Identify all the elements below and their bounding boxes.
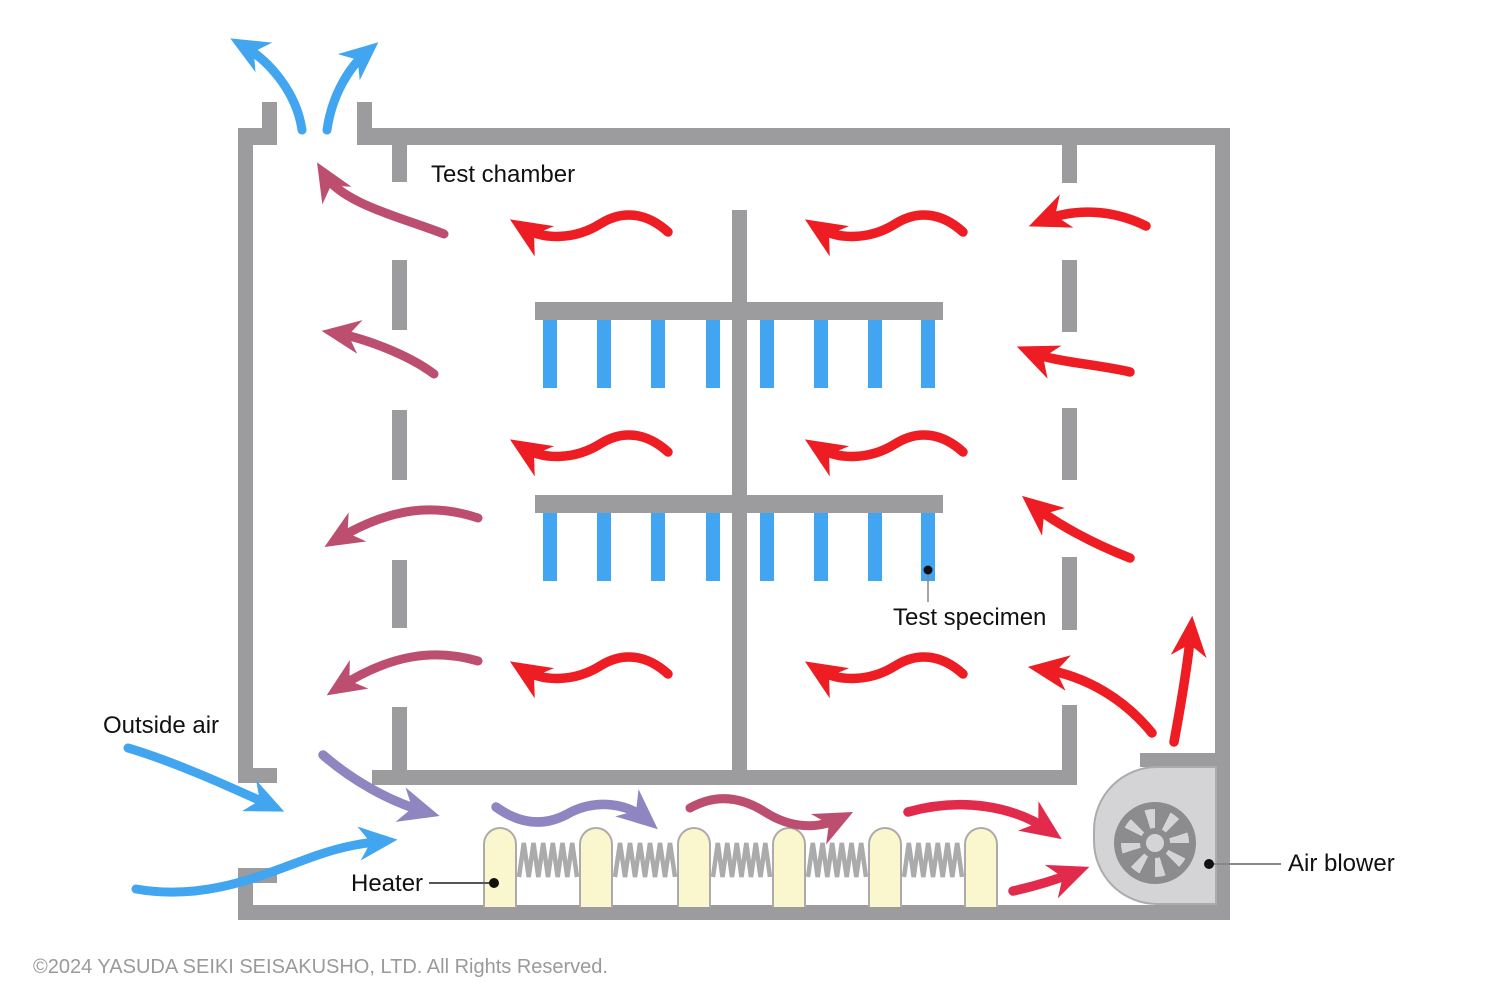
recirculated-air-arrow — [326, 650, 483, 696]
inner-wall-right-dash — [1062, 145, 1077, 183]
heater-coil — [710, 842, 773, 878]
copyright-text: ©2024 YASUDA SEIKI SEISAKUSHO, LTD. All … — [33, 956, 608, 978]
test-specimen — [814, 320, 828, 388]
blower-discharge-arrow — [1027, 655, 1157, 738]
heater-element — [579, 827, 613, 907]
test-specimen — [921, 320, 935, 388]
test-specimen — [597, 320, 611, 388]
warming-air-arrow — [685, 794, 854, 845]
heated-air-arrow — [1008, 864, 1090, 899]
heater-element — [483, 827, 517, 907]
test-specimen — [921, 513, 935, 581]
inner-wall-left-dash — [392, 410, 407, 480]
blower-discharge-arrow — [1169, 615, 1207, 747]
hot-air-entry-arrow — [1028, 194, 1151, 231]
test-specimen — [868, 513, 882, 581]
wall-left-upper — [238, 128, 253, 783]
test-specimen — [706, 320, 720, 388]
test-specimen — [543, 513, 557, 581]
heater-label: Heater — [351, 870, 424, 897]
test-specimen — [868, 320, 882, 388]
test-specimen — [760, 513, 774, 581]
air-blower-fan-icon — [1114, 802, 1196, 884]
heater-element — [772, 827, 806, 907]
test-specimen — [543, 320, 557, 388]
recirculated-air-arrow — [317, 162, 449, 239]
hot-air-flow-arrow — [509, 430, 673, 477]
test-specimen — [651, 513, 665, 581]
outside-air-arrow — [131, 826, 398, 897]
heater-element — [964, 827, 998, 907]
hot-air-entry-arrow — [1016, 345, 1135, 379]
hot-air-flow-arrow — [509, 652, 673, 699]
test-specimen-label: Test specimen — [893, 604, 1047, 631]
heater-coil — [901, 842, 965, 878]
air-blower-label: Air blower — [1288, 850, 1395, 877]
hot-air-flow-arrow — [804, 430, 968, 477]
inner-wall-left-dash — [392, 560, 407, 628]
chamber-floor — [372, 770, 1077, 785]
inner-wall-right-dash — [1062, 408, 1077, 480]
inner-wall-left-dash — [392, 145, 407, 182]
hot-air-entry-arrow — [1021, 495, 1135, 563]
inner-wall-left-dash — [392, 707, 407, 772]
test-chamber-label: Test chamber — [431, 161, 576, 188]
hot-air-flow-arrow — [509, 210, 673, 257]
wall-top-main — [357, 128, 1230, 145]
heater-coil — [805, 842, 869, 878]
heater-element — [677, 827, 711, 907]
rack-bar-lower — [535, 495, 943, 513]
wall-left-upper-flange — [238, 768, 277, 783]
test-specimen — [706, 513, 720, 581]
heater-coil — [516, 842, 580, 878]
inner-wall-right-dash — [1062, 705, 1077, 772]
outside-air-label: Outside air — [103, 712, 220, 739]
recirculated-air-arrow — [324, 505, 483, 548]
wall-bottom — [238, 905, 1230, 920]
heater-coil — [612, 842, 678, 878]
test-specimen — [597, 513, 611, 581]
wall-right — [1215, 128, 1230, 920]
mixed-air-arrow — [491, 789, 658, 830]
center-pole — [732, 210, 747, 770]
test-specimen — [651, 320, 665, 388]
test-specimen — [814, 513, 828, 581]
exhaust-stack-right — [357, 102, 372, 145]
recirculated-air-arrow — [321, 320, 439, 379]
inner-wall-left-dash — [392, 260, 407, 330]
exhaust-stack-left — [262, 102, 277, 145]
inner-wall-right-dash — [1062, 557, 1077, 630]
heater-element — [868, 827, 902, 907]
hot-air-flow-arrow — [804, 652, 968, 699]
blower-cavity-top-stub — [1140, 753, 1230, 767]
hot-air-flow-arrow — [804, 210, 968, 257]
inner-wall-right-dash — [1062, 260, 1077, 332]
air-blower-hub — [1140, 828, 1170, 858]
rack-bar-upper — [535, 302, 943, 320]
test-specimen — [760, 320, 774, 388]
